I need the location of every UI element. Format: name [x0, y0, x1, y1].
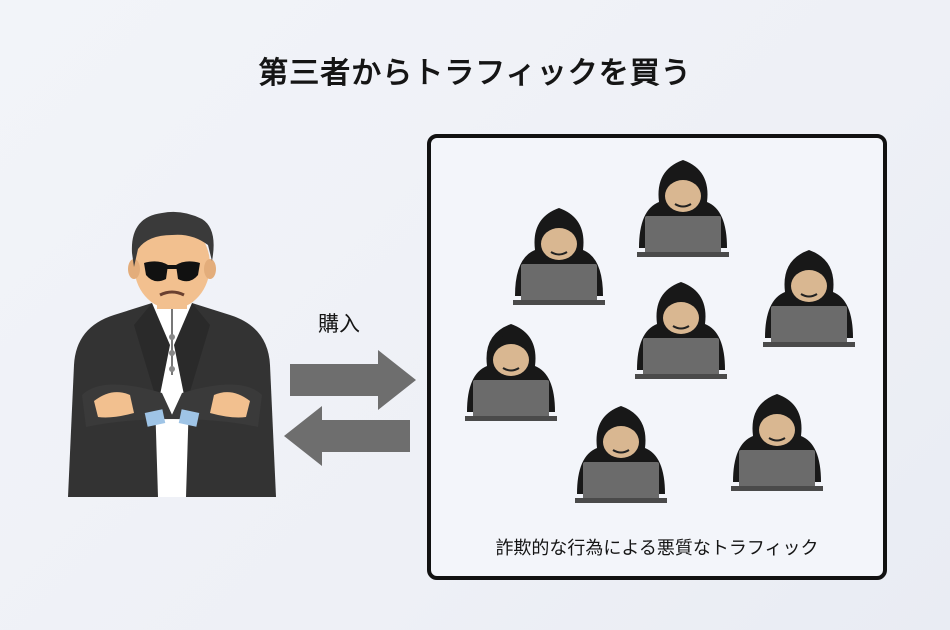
hacker-icon [636, 159, 730, 258]
arrow-left-icon [284, 406, 410, 466]
buy-label: 購入 [318, 312, 360, 336]
businessman-arms-crossed-icon [68, 211, 276, 497]
hacker-icon [464, 323, 558, 422]
hacker-group [464, 159, 856, 504]
fraud-traffic-panel: 詐欺的な行為による悪質なトラフィック [427, 134, 887, 580]
hacker-icon [730, 393, 824, 492]
hacker-icon [512, 207, 606, 306]
panel-caption: 詐欺的な行為による悪質なトラフィック [495, 538, 819, 559]
hacker-icon [762, 249, 856, 348]
page-title: 第三者からトラフィックを買う [258, 56, 692, 91]
hacker-icon [634, 281, 728, 380]
arrow-right-icon [290, 350, 416, 410]
hacker-icon [574, 405, 668, 504]
